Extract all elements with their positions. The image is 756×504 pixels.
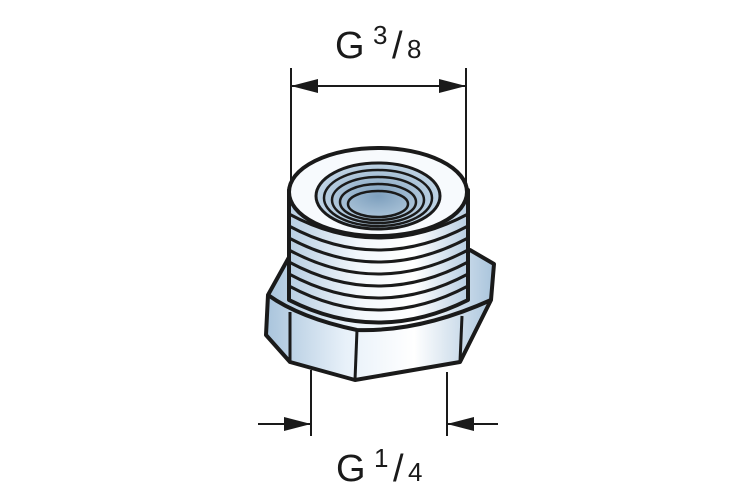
hex-edge-center (353, 329, 359, 381)
hex-top-face (266, 293, 492, 333)
top-arrow-left-icon (291, 79, 318, 93)
bottom-arrow-left-icon (284, 417, 311, 431)
top-dimension-numerator: 3 (373, 20, 387, 50)
top-dimension: G 3 / 8 (290, 20, 467, 190)
bore-thread-lines (322, 168, 434, 228)
threaded-shank (287, 146, 470, 325)
bottom-dimension-numerator: 1 (374, 443, 388, 473)
top-dimension-label: G 3 / 8 (335, 20, 421, 67)
thread-lines (288, 212, 469, 312)
bottom-dimension-prefix: G (336, 448, 366, 490)
hex-edge-right (458, 315, 464, 363)
bottom-dimension-slash: / (393, 448, 404, 490)
bottom-dimension-label: G 1 / 4 (336, 443, 422, 490)
top-arrow-right-icon (439, 79, 466, 93)
bottom-dimension: G 1 / 4 (258, 370, 498, 490)
top-dimension-slash: / (392, 25, 403, 67)
bottom-dimension-denominator: 4 (408, 457, 422, 487)
top-dimension-prefix: G (335, 25, 365, 67)
top-dimension-denominator: 8 (407, 34, 421, 64)
bottom-arrow-right-icon (447, 417, 474, 431)
